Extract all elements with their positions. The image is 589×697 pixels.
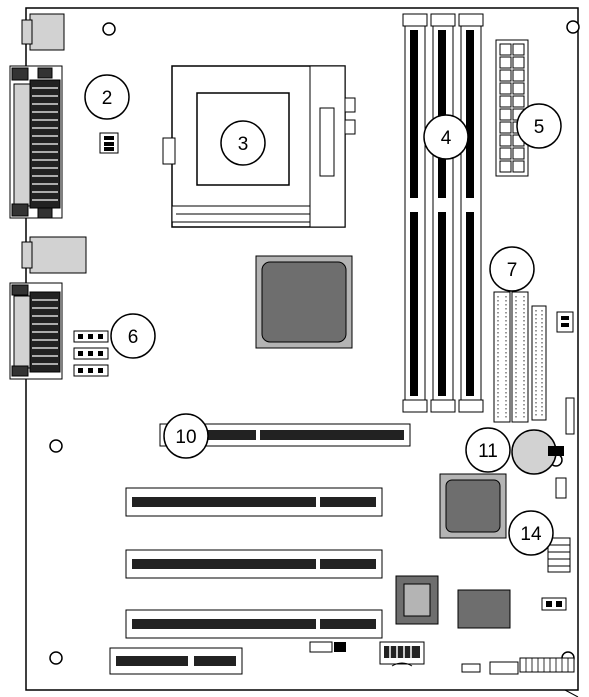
atx-power-connector xyxy=(495,39,529,177)
callout-2: 2 xyxy=(84,74,130,120)
ide-connector xyxy=(511,291,529,423)
callout-4: 4 xyxy=(423,114,469,160)
callout-label: 14 xyxy=(520,524,542,545)
parallel-port-connector xyxy=(9,65,63,219)
mounting-hole xyxy=(566,20,580,34)
callout-11: 11 xyxy=(465,427,511,473)
small-header xyxy=(556,311,574,333)
agp-slot xyxy=(159,423,411,447)
board-corner-edge xyxy=(564,689,579,697)
audio-headers xyxy=(73,330,109,377)
small-header xyxy=(565,397,575,435)
dimm-slots xyxy=(402,13,484,413)
cmos-battery xyxy=(511,429,564,475)
isa-slot xyxy=(109,647,243,675)
callout-label: 2 xyxy=(102,88,113,109)
callout-label: 3 xyxy=(238,134,249,155)
ide-connectors xyxy=(493,291,547,423)
callout-6: 6 xyxy=(110,313,156,359)
small-header xyxy=(547,537,571,573)
pci-slot xyxy=(125,549,383,579)
southbridge-chip xyxy=(439,473,507,539)
callout-10: 10 xyxy=(163,413,209,459)
dimm-slot xyxy=(430,13,456,413)
dimm-slot xyxy=(402,13,428,413)
pci-slot xyxy=(125,487,383,517)
small-header xyxy=(309,641,346,653)
callout-3: 3 xyxy=(220,120,266,166)
serial-port-connector xyxy=(9,282,63,380)
dip-switch xyxy=(379,641,425,667)
front-panel-header xyxy=(461,657,575,675)
mounting-hole xyxy=(49,651,63,665)
io-chip xyxy=(457,589,511,629)
callout-label: 5 xyxy=(534,117,545,138)
pci-slot xyxy=(125,609,383,639)
callout-label: 7 xyxy=(507,260,518,281)
callout-14: 14 xyxy=(508,510,554,556)
usb-connector-block xyxy=(21,236,87,274)
fan-header xyxy=(99,132,119,154)
ide-connector xyxy=(493,291,511,423)
callout-7: 7 xyxy=(489,246,535,292)
bios-chip xyxy=(395,575,439,625)
floppy-connector xyxy=(531,305,547,421)
callout-label: 4 xyxy=(441,128,452,149)
northbridge-chip xyxy=(255,255,353,349)
callout-label: 6 xyxy=(128,327,139,348)
small-header xyxy=(555,477,567,499)
small-header xyxy=(541,597,567,611)
callout-5: 5 xyxy=(516,103,562,149)
callout-label: 11 xyxy=(478,441,498,462)
callout-label: 10 xyxy=(175,427,196,448)
mounting-hole xyxy=(102,22,116,36)
ps2-connector-block xyxy=(21,13,65,51)
mounting-hole xyxy=(49,439,63,453)
dimm-slot xyxy=(458,13,484,413)
